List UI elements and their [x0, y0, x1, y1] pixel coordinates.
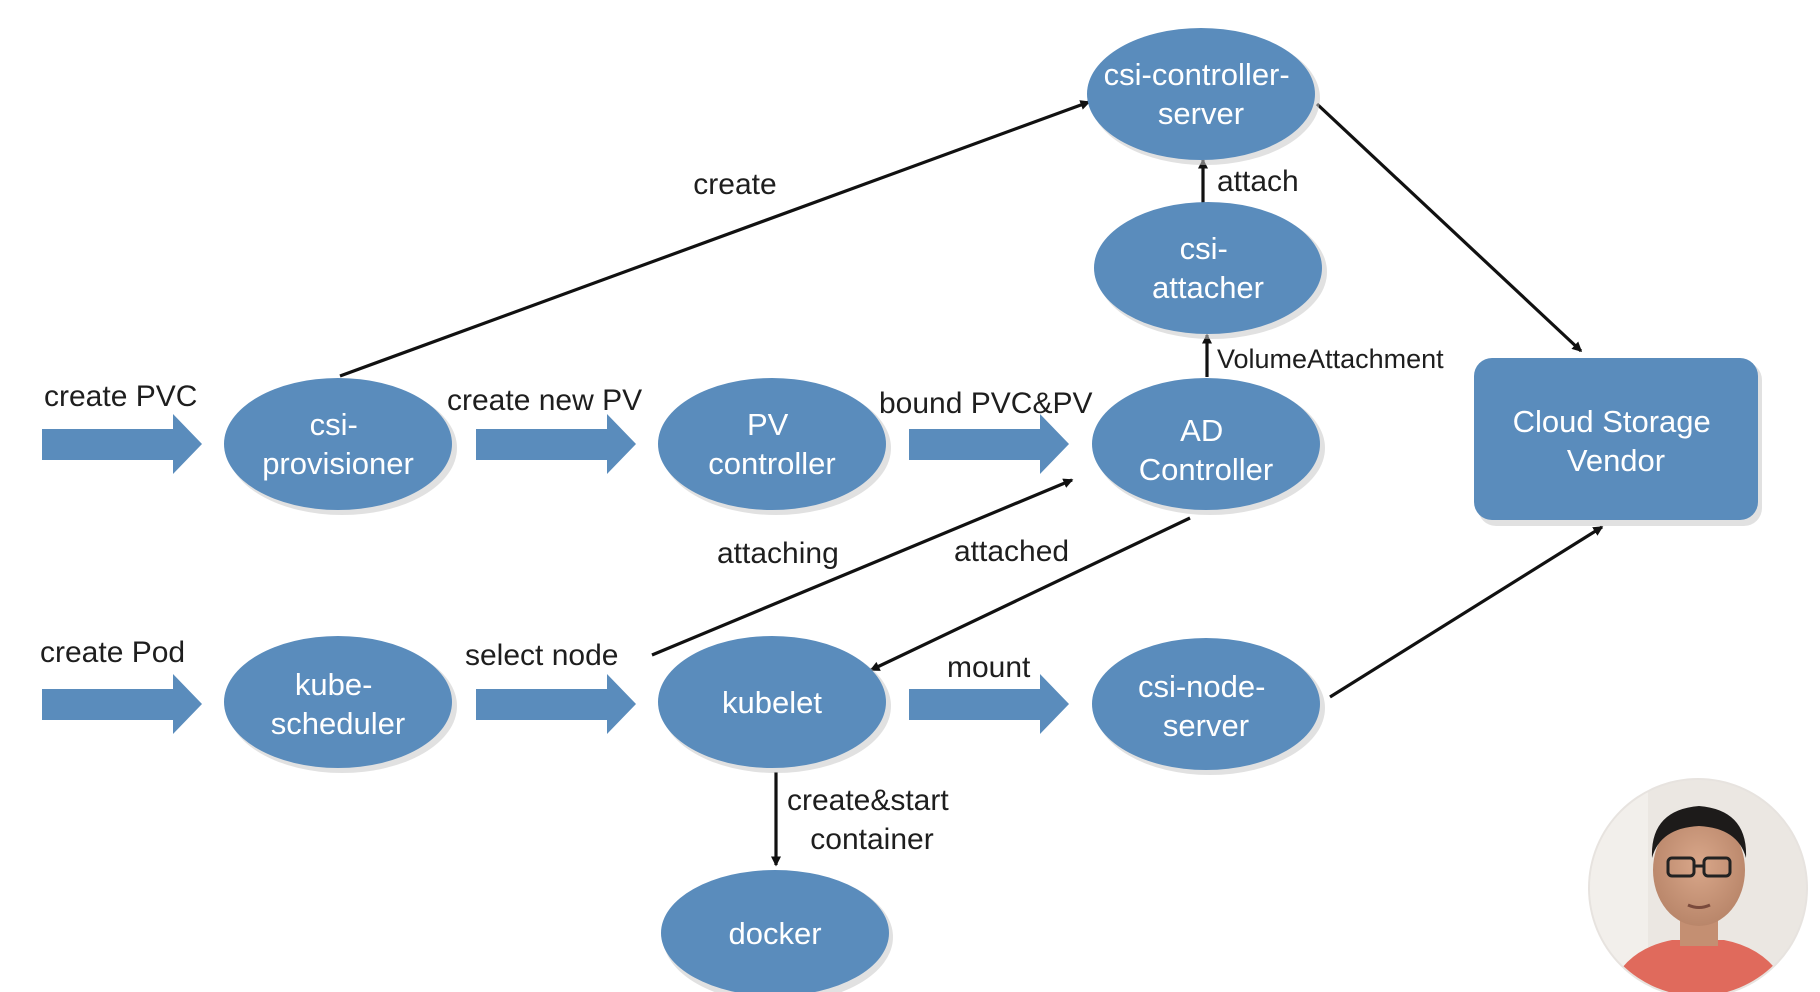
edge-label-volume-attachment: VolumeAttachment: [1217, 344, 1444, 374]
edge-node-to-vendor: [1329, 525, 1604, 699]
edge-label-attaching: attaching: [717, 537, 839, 570]
svg-text:csi-controller- server: csi-controller- server: [1104, 57, 1299, 131]
node-csi-provisioner: csi- provisioner: [224, 378, 457, 515]
edge-attached: [869, 516, 1191, 672]
node-label-line: csi-: [310, 407, 358, 442]
svg-text:AD Controller: AD Controller: [1139, 413, 1273, 487]
node-label-line: server: [1158, 96, 1244, 131]
svg-text:PV controller: PV controller: [708, 407, 836, 481]
node-label-line: Vendor: [1567, 443, 1665, 478]
node-label-line: kube-: [295, 667, 373, 702]
block-arrow-mount: [909, 674, 1069, 734]
edge-label-create: create: [693, 168, 776, 201]
edge-create: [339, 100, 1091, 378]
edge-label-create-new-pv: create new PV: [447, 384, 642, 417]
node-csi-node-server: csi-node- server: [1092, 638, 1325, 775]
svg-text:csi- provisioner: csi- provisioner: [262, 407, 414, 481]
node-label-line: attacher: [1152, 270, 1264, 305]
block-arrow-select-node: [476, 674, 636, 734]
node-ad-controller: AD Controller: [1092, 378, 1325, 515]
node-label-line: controller: [708, 446, 836, 481]
node-label-line: provisioner: [262, 446, 414, 481]
node-label-line: csi-controller-: [1104, 57, 1290, 92]
block-arrow-create-new-pv: [476, 414, 636, 474]
block-arrow-create-pvc: [42, 414, 202, 474]
edge-label-create-start-container: create&start container: [787, 784, 957, 856]
edge-label-attach: attach: [1217, 165, 1299, 198]
svg-text:kube- scheduler: kube- scheduler: [271, 667, 405, 741]
edge-label-bound-pvc-pv: bound PVC&PV: [879, 387, 1092, 420]
edge-controller-to-vendor: [1315, 102, 1583, 353]
svg-text:csi-node- server: csi-node- server: [1138, 669, 1274, 743]
node-label-line: Cloud Storage: [1513, 404, 1711, 439]
edge-labels-group: create attach VolumeAttachment create PV…: [40, 165, 1444, 856]
node-label-line: Controller: [1139, 452, 1273, 487]
edges-group: [339, 100, 1604, 867]
block-arrows-group: [42, 414, 1069, 734]
block-arrow-create-pod: [42, 674, 202, 734]
node-csi-attacher: csi- attacher: [1094, 202, 1327, 339]
edge-label-create-pvc: create PVC: [44, 380, 197, 413]
node-label-line: docker: [728, 916, 821, 951]
presenter-webcam-icon: [1588, 778, 1808, 992]
edge-label-select-node: select node: [465, 639, 618, 672]
node-label-line: kubelet: [722, 685, 822, 720]
edge-label-mount: mount: [947, 651, 1031, 684]
block-arrow-bound-pvc-pv: [909, 414, 1069, 474]
node-label-line: scheduler: [271, 706, 405, 741]
node-kube-scheduler: kube- scheduler: [224, 636, 457, 773]
svg-text:Cloud Storage Vendor: Cloud Storage Vendor: [1513, 404, 1720, 478]
edge-label-attached: attached: [954, 535, 1069, 568]
svg-text:csi- attacher: csi- attacher: [1152, 231, 1264, 305]
node-label-line: AD: [1180, 413, 1223, 448]
node-docker: docker: [661, 870, 893, 992]
edge-label-create-pod: create Pod: [40, 636, 185, 669]
node-label-line: csi-node-: [1138, 669, 1266, 704]
node-label-line: server: [1163, 708, 1249, 743]
node-kubelet: kubelet: [658, 636, 891, 773]
node-label-line: PV: [747, 407, 789, 442]
edge-attaching: [651, 478, 1074, 657]
node-cloud-storage-vendor: Cloud Storage Vendor: [1474, 358, 1762, 526]
node-pv-controller: PV controller: [658, 378, 891, 515]
node-csi-controller-server: csi-controller- server: [1087, 28, 1320, 165]
node-label-line: csi-: [1180, 231, 1228, 266]
